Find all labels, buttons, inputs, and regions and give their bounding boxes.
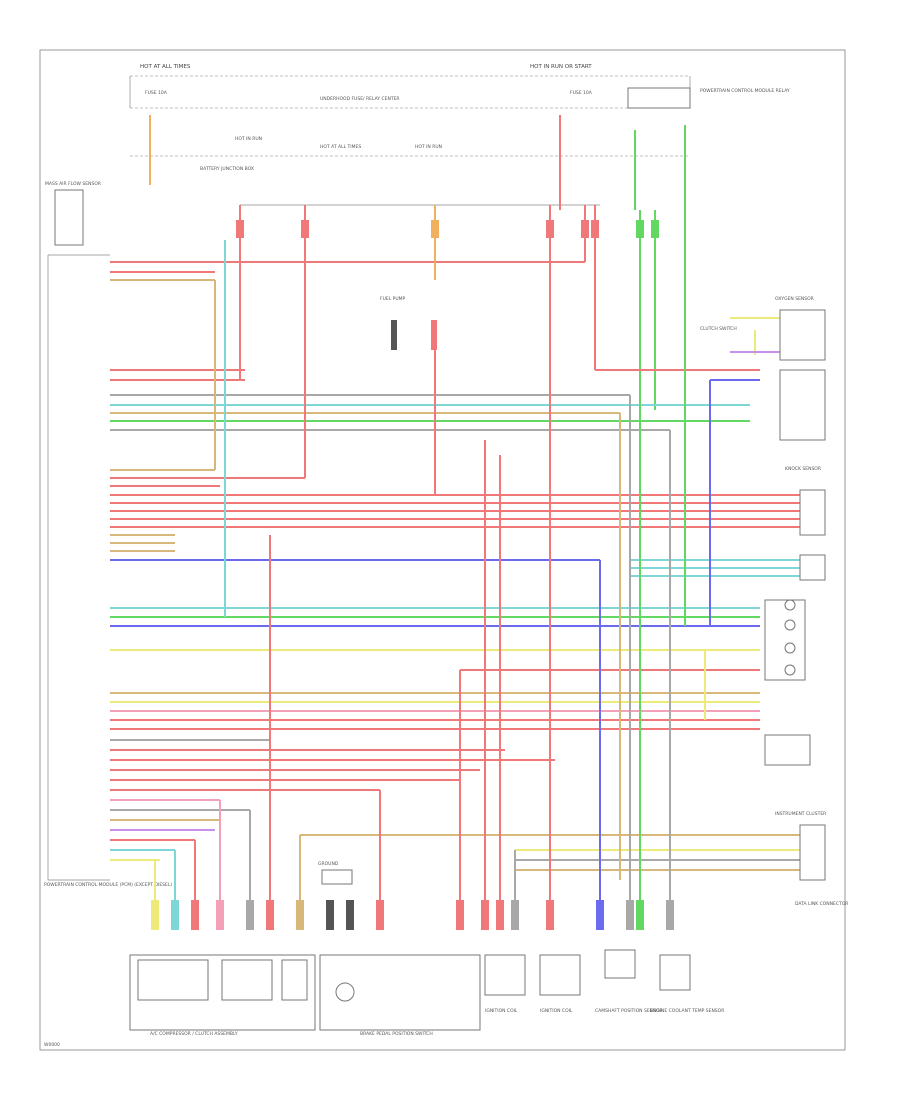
right-connector-a [799,489,826,536]
label-hot-right: HOT IN RUN OR START [530,64,592,70]
label-right-lower: INSTRUMENT CLUSTER [775,811,826,817]
label-coil-a: IGNITION COIL [485,1008,518,1014]
brake-switch-box [319,954,481,1031]
pcm-vertical-wires [154,205,780,900]
coolant-temp-sensor [659,954,691,991]
right-connector-c [764,734,811,766]
label-module: BATTERY JUNCTION BOX [200,166,254,172]
label-hot-run-c: HOT IN RUN [415,144,442,150]
label-fuse-left: FUSE 10A [145,90,168,96]
bottom-components [129,869,691,1031]
label-pcm: POWERTRAIN CONTROL MODULE (PCM) (EXCEPT … [44,882,172,888]
pcm-horizontal-wires [110,261,800,871]
pcm-outline [47,254,110,881]
label-right-bottom: DATA LINK CONNECTOR [795,901,848,907]
ac-compressor-box [129,954,316,1031]
bottom-connector-stubs [151,900,674,930]
label-hot-run-b: HOT AT ALL TIMES [320,144,361,150]
data-link-connector [799,824,826,881]
label-ground: GROUND [318,861,339,867]
top-power-bus [129,75,691,206]
right-components [764,309,826,881]
instrument-cluster-box [764,599,806,681]
label-left-bottom-group: A/C COMPRESSOR / CLUTCH ASSEMBLY [150,1031,238,1037]
knock-sensor-box [779,369,826,441]
relay-box [627,87,691,109]
label-fuel-pump: FUEL PUMP [380,296,406,302]
label-relay-box: POWERTRAIN CONTROL MODULE RELAY [700,88,790,94]
label-right-top: OXYGEN SENSOR [775,296,814,302]
label-clutch-switch: CLUTCH SWITCH [700,326,737,332]
label-hot-left: HOT AT ALL TIMES [140,64,191,70]
ignition-coil-b [539,954,581,996]
diagram-frame [39,49,846,1051]
label-bottom-group: BRAKE PEDAL POSITION SWITCH [360,1031,433,1037]
label-fuse-right: FUSE 10A [570,90,593,96]
label-left-connector: MASS AIR FLOW SENSOR [45,181,101,187]
label-coil-b: IGNITION COIL [540,1008,573,1014]
top-vertical-wires [149,115,686,410]
footer-code: W0000 [44,1042,60,1048]
label-pressure-sensor: ENGINE COOLANT TEMP SENSOR [650,1008,724,1014]
ground-block [321,869,353,885]
left-connector [54,189,84,246]
ignition-coil-a [484,954,526,996]
label-fuse-block: UNDERHOOD FUSE/ RELAY CENTER [320,96,400,102]
label-hot-run-a: HOT IN RUN [235,136,262,142]
camshaft-sensor [604,949,636,979]
oxygen-sensor-box [779,309,826,361]
right-connector-b [799,554,826,581]
label-pc-module: CAMSHAFT POSITION SENSOR [595,1008,663,1014]
label-right-mid: KNOCK SENSOR [785,466,821,472]
connector-stubs [236,220,659,350]
